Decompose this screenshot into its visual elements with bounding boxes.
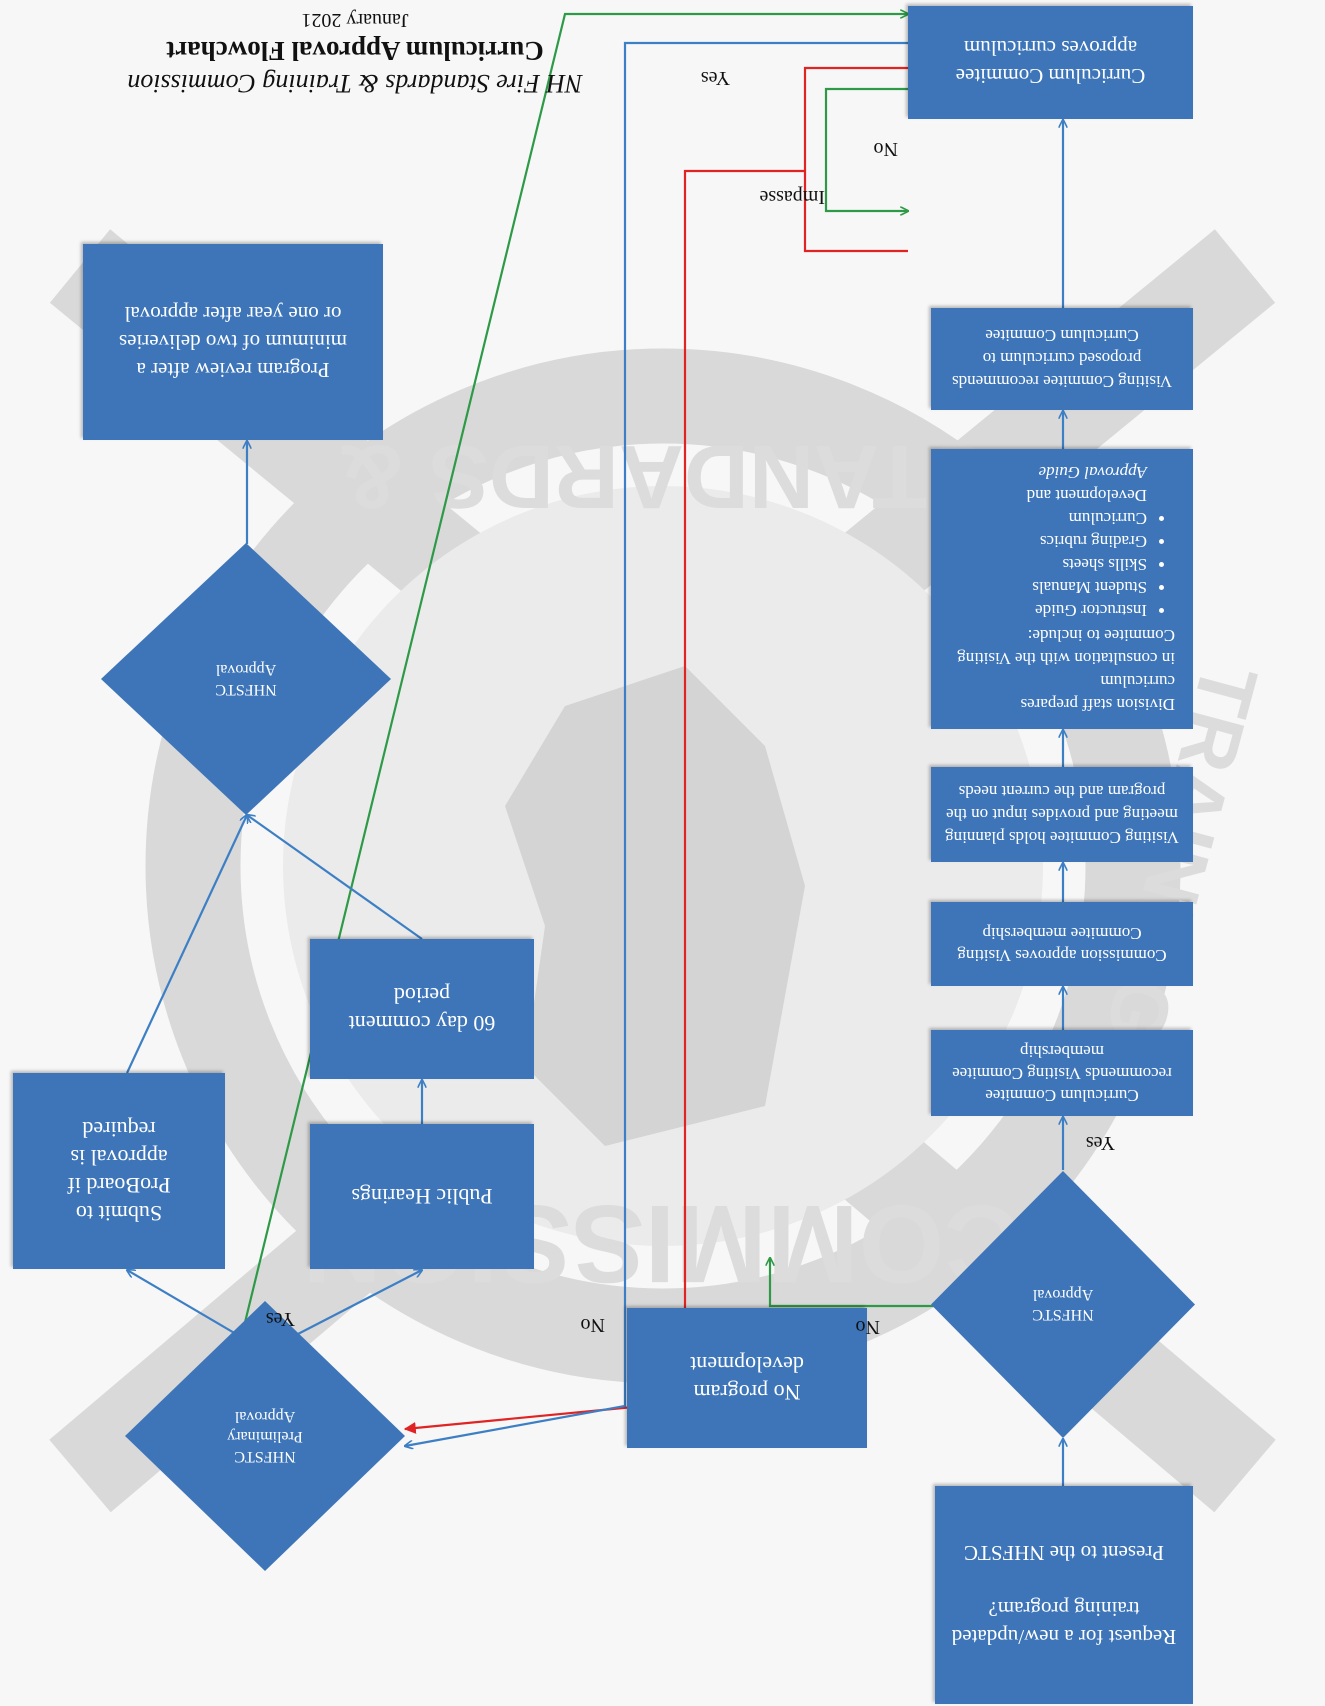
list-item: Curriculum [1032,508,1147,531]
comment-period-box: 60 day comment period [310,939,534,1079]
arrow-comment-approval [247,815,423,940]
impasse-label: Impasse [759,186,825,208]
arrow-curriculum-no-loop [824,87,908,211]
org-name: NH Fire Standards & Training Commission [127,69,583,98]
yes-label-curriculum: Yes [700,67,730,89]
flowchart-title: Curriculum Approval Flowchart [166,36,544,66]
request-new-program-box: Request for a new/updated training progr… [935,1486,1193,1704]
header-date: January 2021 [301,9,409,31]
list-item: Grading rubrics [1032,531,1147,554]
approves-membership-box: Commission approves Visiting Commitee me… [931,902,1193,986]
document-header: NH Fire Standards & Training Commission … [45,8,665,98]
recommends-membership-box: Curriculum Commitee recommends Visiting … [931,1030,1193,1116]
line-curriculum-impasse [803,66,908,253]
planning-meeting-box: Visiting Commitee holds planning meeting… [931,767,1193,862]
arrow-impasse-to-preliminary [403,169,805,1434]
arrow-curriculum-yes-preliminary [405,41,908,1446]
no-label-preliminary: No [580,1314,605,1336]
staff-prepares-curriculum-box: Division staff prepares curriculum in co… [931,449,1193,729]
public-hearings-box: Public Hearings [310,1124,534,1269]
no-label-curriculum: No [873,138,898,160]
submit-proboard-box: Submit to ProBoard if approval is requir… [13,1073,225,1269]
list-item: Student Manuals [1032,577,1147,600]
list-item: Skills sheets [1032,554,1147,577]
visiting-recommends-curriculum-box: Visiting Commitee recommends proposed cu… [931,308,1193,410]
curriculum-approves-box: Curriculum Commitee approves curriculum [908,6,1193,119]
nhfstc-final-approval-label: NHFSTC Approval [215,661,277,698]
no-program-development-box: No program development [627,1308,867,1448]
no-label-program: No [855,1316,880,1338]
nhfstc-approval-label: NHFSTC Approval [1032,1286,1094,1324]
arrow-proboard-approval [126,815,247,1074]
curriculum-components-list: Instructor Guide Student Manuals Skills … [1032,508,1175,623]
program-review-box: Program review after a minimum of two de… [83,244,383,440]
yes-label-preliminary: Yes [265,1308,295,1330]
list-item: Instructor Guide [1032,600,1147,623]
yes-label-membership: Yes [1085,1132,1115,1154]
preliminary-approval-label: NHFSTC Preliminary Approval [227,1408,303,1465]
watermark-bottom-text: STANDARDS & [339,426,987,526]
